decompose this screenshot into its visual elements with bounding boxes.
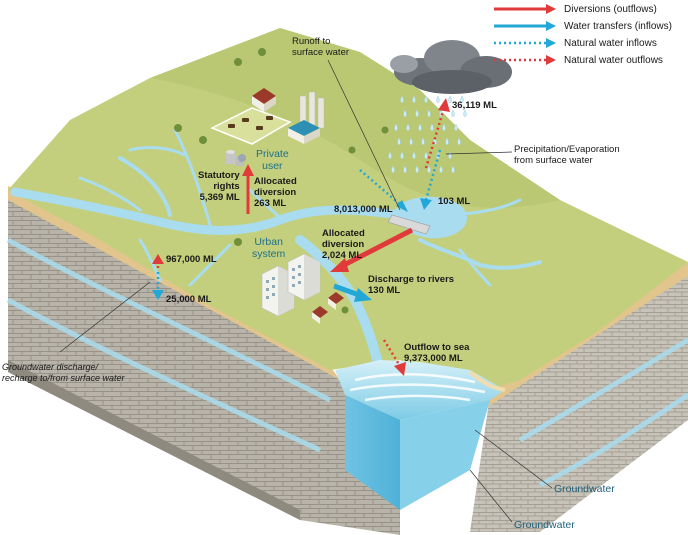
label-precipitation-evaporation: Precipitation/Evaporation from surface w… — [514, 144, 620, 166]
raindrop — [454, 123, 458, 132]
raindrop — [415, 165, 419, 174]
raindrop — [451, 165, 455, 174]
raindrop — [412, 95, 416, 104]
raindrops — [388, 95, 467, 174]
raindrop — [391, 165, 395, 174]
arrow-gw-discharge — [152, 254, 164, 268]
raindrop — [442, 123, 446, 132]
label-statutory-rights: Statutory rights 5,369 ML — [198, 170, 240, 203]
arrow-discharge-to-rivers — [333, 283, 372, 302]
label-outflow-to-sea: Outflow to sea 9,373,000 ML — [404, 342, 470, 364]
raindrop — [388, 151, 392, 160]
raindrop — [427, 109, 431, 118]
label-gw-discharge-value: 967,000 ML — [166, 254, 217, 265]
label-allocated-diversion-urban: Allocated diversion 2,024 ML — [322, 228, 365, 261]
arrow-allocated-diversion-private — [242, 164, 254, 214]
rain-cloud — [390, 40, 512, 94]
raindrop — [400, 95, 404, 104]
label-allocated-diversion-private: Allocated diversion 263 ML — [254, 176, 297, 209]
label-runoff: Runoff to surface water — [292, 36, 350, 58]
label-discharge-to-rivers: Discharge to rivers 130 ML — [368, 274, 455, 296]
raindrop — [412, 151, 416, 160]
raindrop — [427, 165, 431, 174]
label-precipitation-value: 103 ML — [438, 196, 471, 207]
raindrop — [403, 109, 407, 118]
farm — [210, 88, 292, 145]
raindrop — [397, 137, 401, 146]
raindrop — [421, 137, 425, 146]
label-gw-recharge-value: 25,000 ML — [166, 294, 212, 305]
raindrop — [463, 109, 467, 118]
label-groundwater-bottom: Groundwater — [514, 519, 575, 531]
raindrop — [415, 109, 419, 118]
label-gw-caption: Groundwater discharge/ recharge to/from … — [2, 362, 125, 383]
label-evaporation-value: 36,119 ML — [452, 100, 497, 111]
legend-label: Water transfers (inflows) — [564, 20, 672, 32]
leader-lines — [59, 59, 553, 523]
label-private-user: Private user — [256, 148, 289, 172]
raindrop — [445, 137, 449, 146]
raindrop — [451, 109, 455, 118]
arrow-precipitation — [420, 149, 442, 210]
raindrop — [436, 95, 440, 104]
raindrop — [394, 123, 398, 132]
urban-buildings — [261, 253, 344, 324]
raindrop — [448, 95, 452, 104]
trees — [174, 48, 389, 314]
arrow-allocated-diversion-urban — [330, 227, 414, 272]
legend-swatch-solid-red — [494, 4, 556, 14]
legend-item-diversions: Diversions (outflows) — [492, 2, 657, 16]
raindrop — [403, 165, 407, 174]
legend-swatch-solid-blue — [494, 21, 556, 31]
legend-item-natural-inflows: Natural water inflows — [492, 36, 657, 50]
raindrop — [409, 137, 413, 146]
raindrop — [439, 165, 443, 174]
legend-item-natural-outflows: Natural water outflows — [492, 53, 663, 67]
raindrop — [457, 137, 461, 146]
raindrop — [400, 151, 404, 160]
raindrop — [460, 95, 464, 104]
arrow-outflow-to-sea — [382, 339, 406, 376]
legend-label: Diversions (outflows) — [564, 3, 657, 15]
legend-label: Natural water outflows — [564, 54, 663, 66]
private-user-facility — [226, 91, 325, 166]
raindrop — [424, 95, 428, 104]
legend-item-water-transfers: Water transfers (inflows) — [492, 19, 672, 33]
legend-label: Natural water inflows — [564, 37, 657, 49]
raindrop — [430, 123, 434, 132]
legend-swatch-dotted-red — [494, 55, 556, 65]
arrow-evaporation — [424, 98, 450, 169]
sea-front — [345, 395, 400, 510]
label-runoff-value: 8,013,000 ML — [334, 204, 393, 215]
label-urban-system: Urban system — [252, 236, 286, 260]
raindrop — [406, 123, 410, 132]
arrow-gw-recharge — [152, 272, 164, 300]
raindrop — [424, 151, 428, 160]
label-groundwater-right: Groundwater — [554, 483, 615, 495]
dam — [387, 214, 431, 235]
raindrop — [418, 123, 422, 132]
legend-swatch-dotted-blue — [494, 38, 556, 48]
